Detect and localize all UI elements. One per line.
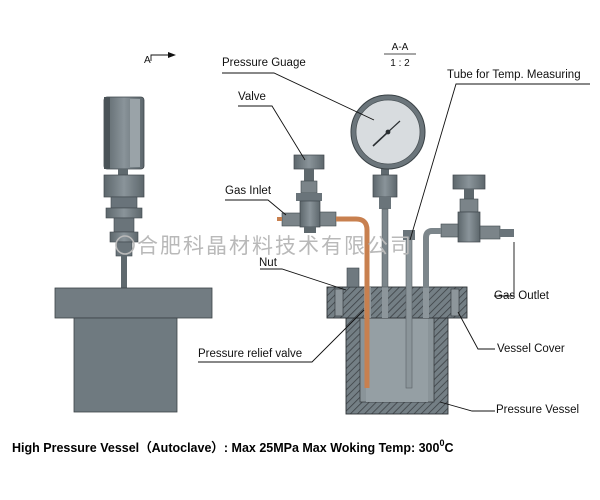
outlet-valve [423,174,514,288]
watermark-text: 合肥科晶材料技术有限公司 [137,234,413,258]
caption-main: High Pressure Vessel（Autoclave）: Max 25M… [12,440,440,455]
side-fitting-stack [103,169,145,288]
side-vessel-cover [54,287,213,319]
side-gauge-body [103,96,145,170]
caption-unit: C [444,441,453,455]
view-arrow-icon [150,52,176,61]
side-view: A [54,52,213,413]
inlet-tube [336,216,370,388]
label-vessel-cover: Vessel Cover [497,343,565,355]
section-id: A-A [392,42,409,53]
label-pressure-gauge: Pressure Guage [222,57,306,69]
gauge-stem [372,163,398,288]
relief-valve-stub [346,267,360,288]
label-tube-temp: Tube for Temp. Measuring [447,69,581,81]
label-pressure-relief-valve: Pressure relief valve [198,348,302,360]
temp-tube [403,230,415,389]
label-valve: Valve [238,91,266,103]
vessel-cover-section [326,286,468,319]
label-gas-outlet: Gas Outlet [494,290,550,302]
pressure-gauge-dial [350,94,426,170]
vessel-body-section [345,317,449,415]
caption-degree: 0 [439,438,444,448]
side-vessel-body [73,317,178,413]
section-scale: 1 : 2 [390,58,410,69]
leader-lines [198,72,590,412]
label-nut: Nut [259,257,278,269]
section-view: A-A 1 : 2 [277,42,514,415]
inlet-valve [281,154,337,233]
label-gas-inlet: Gas Inlet [225,185,272,197]
caption: High Pressure Vessel（Autoclave）: Max 25M… [12,438,454,455]
view-marker-label: A [144,55,151,66]
labels: Pressure Guage Valve Gas Inlet Nut Press… [198,57,581,416]
label-pressure-vessel: Pressure Vessel [496,404,579,416]
watermark: 合肥科晶材料技术有限公司 [115,234,413,258]
